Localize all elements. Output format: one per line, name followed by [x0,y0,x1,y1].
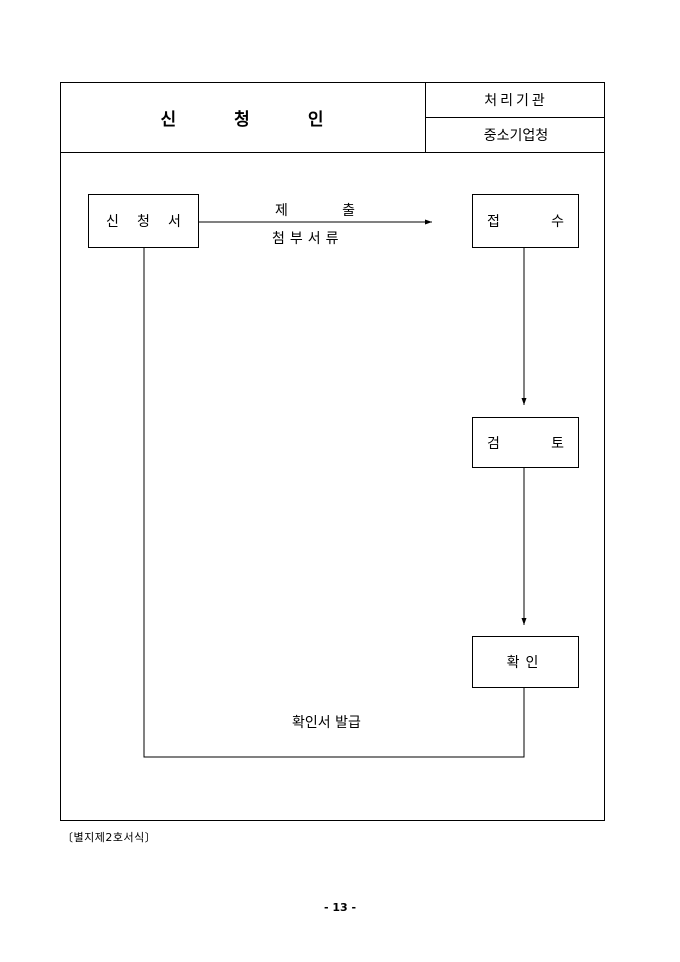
issue-label: 확인서 발급 [292,715,361,731]
application-char: 서 [168,214,181,230]
agency-name: 중소기업청 [483,128,549,144]
agency-divider [425,117,604,118]
confirm-label: 확인 [506,655,545,671]
applicant-char: 신 [160,110,179,130]
review-char: 토 [551,435,564,452]
receipt-char: 접 [487,214,500,230]
review-char: 검 [487,435,500,452]
submit-char: 제 [275,203,288,219]
submit-char: 출 [342,203,355,219]
receipt-box: 접 수 [472,194,579,248]
issue-return-line [143,248,525,758]
review-box: 검 토 [472,417,579,468]
submit-label: 제 출 [275,200,355,220]
applicant-title: 신 청 인 [61,83,425,152]
form-number: 〔별지제2호서식〕 [62,831,157,844]
applicant-char: 인 [307,110,326,130]
agency-title: 처리기관 [484,93,548,109]
confirm-box: 확인 [472,636,579,688]
application-char: 신 [106,214,119,230]
receipt-char: 수 [551,214,564,230]
application-box: 신 청 서 [88,194,199,248]
application-char: 청 [137,214,150,230]
attachments-label: 첨부서류 [272,231,344,247]
form-frame: 신 청 인 처리기관 중소기업청 [60,82,605,821]
applicant-char: 청 [234,110,252,130]
page-number: - 13 - [323,901,357,914]
header-divider [61,152,604,153]
